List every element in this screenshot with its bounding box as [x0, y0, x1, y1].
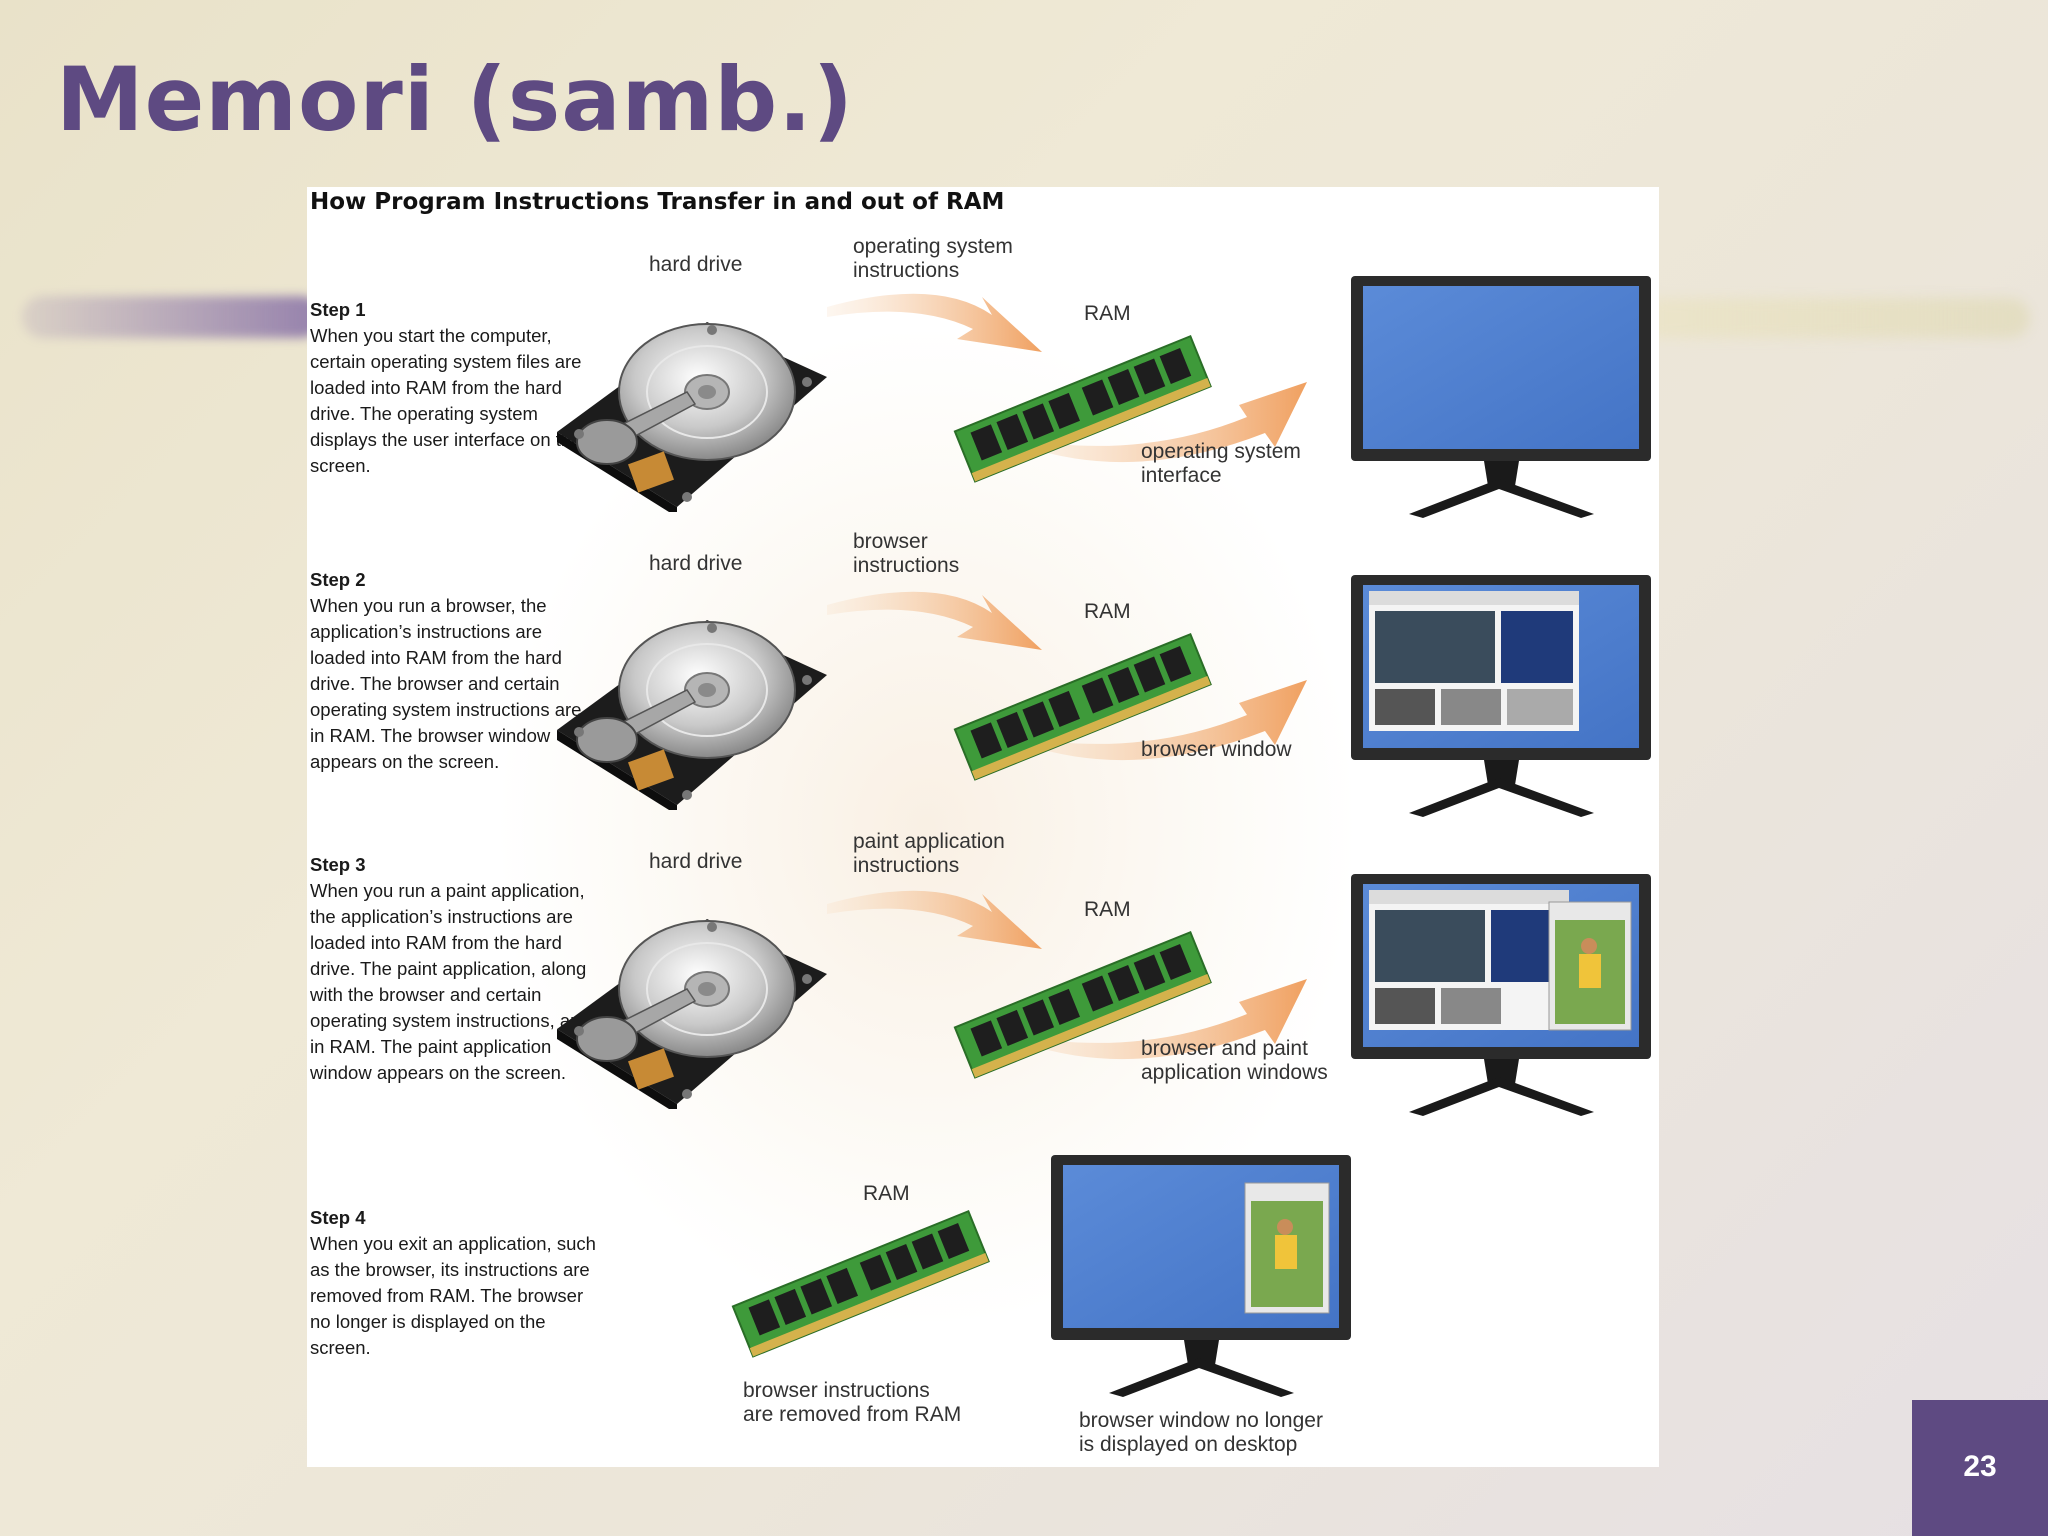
- step-2-text: When you run a browser, the application’…: [310, 595, 582, 772]
- step-4-text: When you exit an application, such as th…: [310, 1233, 596, 1358]
- step-2-screen-label: browser window: [1141, 738, 1292, 761]
- step-1-arrows: [827, 293, 1307, 463]
- step-1-monitor-icon: [1349, 274, 1653, 526]
- step-4-screen-label: browser window no longer is displayed on…: [1079, 1409, 1323, 1456]
- step-4-ram-caption: browser instructions are removed from RA…: [743, 1379, 962, 1426]
- figure-title: How Program Instructions Transfer in and…: [310, 189, 1005, 215]
- step-2-ram-label: RAM: [1084, 600, 1131, 623]
- step-3-screen-label: browser and paint application windows: [1141, 1037, 1328, 1084]
- step-3-ram-label: RAM: [1084, 898, 1131, 921]
- step-4-ram-label: RAM: [863, 1182, 910, 1205]
- step-3-title: Step 3: [310, 854, 366, 875]
- step-3-text: When you run a paint application, the ap…: [310, 880, 587, 1083]
- step-4-description: Step 4 When you exit an application, suc…: [310, 1205, 600, 1361]
- slide-title: Memori (samb.): [56, 48, 854, 151]
- step-2-description: Step 2 When you run a browser, the appli…: [310, 567, 600, 775]
- step-2-title: Step 2: [310, 569, 366, 590]
- step-4-title: Step 4: [310, 1207, 366, 1228]
- step-1-instructions-label: operating system instructions: [853, 235, 1013, 282]
- step-1-screen-label: operating system interface: [1141, 440, 1301, 487]
- page-number-badge: 23: [1912, 1400, 2048, 1536]
- step-4-monitor-icon: [1049, 1153, 1353, 1405]
- page-number: 23: [1963, 1450, 1997, 1483]
- step-1-hard-drive-icon: [537, 282, 837, 512]
- step-1-ram-label: RAM: [1084, 302, 1131, 325]
- decorative-bar-left: [22, 296, 322, 338]
- step-2-hard-drive-label: hard drive: [649, 552, 743, 575]
- step-3-description: Step 3 When you run a paint application,…: [310, 852, 600, 1086]
- step-2-instructions-label: browser instructions: [853, 530, 960, 577]
- step-3-instructions-label: paint application instructions: [853, 830, 1005, 877]
- step-1-hard-drive-label: hard drive: [649, 253, 743, 276]
- step-3-monitor-icon: [1349, 872, 1653, 1124]
- step-1-title: Step 1: [310, 299, 366, 320]
- step-1-text: When you start the computer, certain ope…: [310, 325, 582, 476]
- step-3-hard-drive-label: hard drive: [649, 850, 743, 873]
- step-2-hard-drive-icon: [537, 580, 837, 810]
- decorative-bar-right: [1640, 298, 2030, 338]
- step-3-arrows: [827, 890, 1307, 1060]
- step-2-monitor-icon: [1349, 573, 1653, 825]
- step-2-arrows: [827, 591, 1307, 761]
- step-1-description: Step 1 When you start the computer, cert…: [310, 297, 600, 479]
- step-3-hard-drive-icon: [537, 879, 837, 1109]
- step-4-ram-icon: [725, 1202, 995, 1362]
- ram-diagram-figure: How Program Instructions Transfer in and…: [307, 187, 1659, 1467]
